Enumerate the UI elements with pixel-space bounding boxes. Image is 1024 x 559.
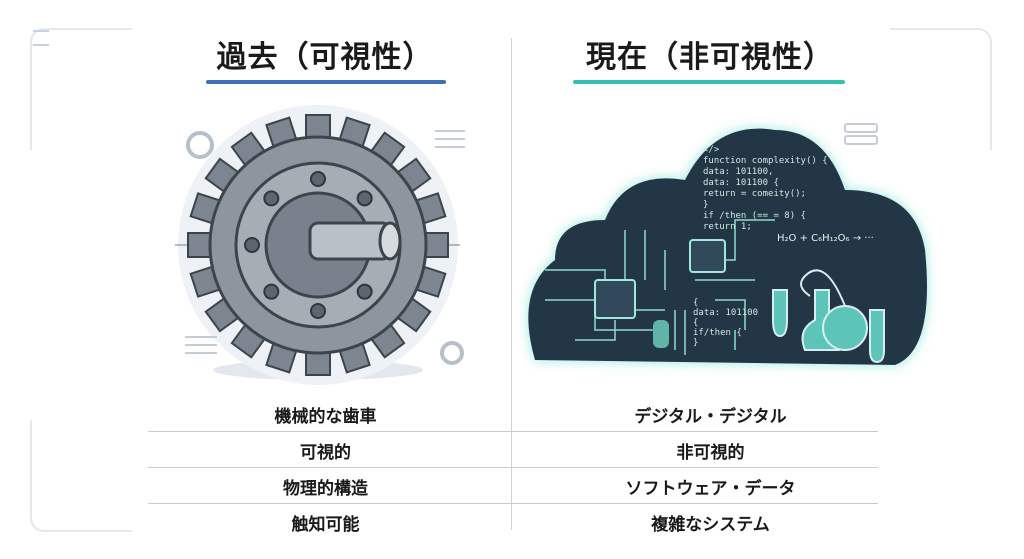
bolt (356, 283, 373, 300)
chemical-formula: H₂O + C₆H₁₂O₆ → ··· (777, 233, 874, 244)
frame-corner-top-left (30, 28, 132, 150)
code-line: data: 101100 { (703, 178, 779, 188)
frame-corner-top-right (890, 28, 992, 150)
code-line: return 1; (703, 222, 752, 232)
center-divider (511, 38, 512, 530)
code-line: } (693, 338, 698, 348)
present-title-underline (573, 80, 845, 84)
bolt (310, 171, 326, 187)
past-row-label: 可視的 (300, 443, 351, 463)
menu-icon (33, 30, 49, 46)
code-line: { (693, 298, 698, 308)
row-divider (148, 503, 878, 504)
past-row-label: 物理的構造 (283, 479, 368, 499)
code-line: if /then (== = 8) { (703, 211, 806, 221)
past-title: 過去（可視性） (216, 40, 434, 75)
bolt (263, 283, 280, 300)
cloud-circuit-icon: </>function complexity() { data: 101100,… (528, 123, 927, 365)
code-line: data: 101100, (703, 167, 773, 177)
present-row-label: 非可視的 (676, 443, 745, 463)
code-line: return = comeity(); (703, 189, 806, 199)
code-line: data: 101100 (693, 308, 758, 318)
code-line: function complexity() { (703, 156, 828, 166)
frame-corner-bottom-left (30, 420, 132, 532)
code-line: </> (703, 145, 720, 155)
bolt (244, 237, 260, 253)
present-row-label: デジタル・デジタル (634, 407, 787, 427)
bolt (310, 303, 326, 319)
past-row-label: 触知可能 (291, 515, 360, 535)
bolt (263, 190, 280, 207)
past-title-underline (206, 80, 446, 84)
past-row-label: 機械的な歯車 (274, 407, 377, 427)
code-line: } (703, 200, 708, 210)
code-line: if/then { (693, 328, 742, 338)
row-divider (148, 467, 878, 468)
row-divider (148, 431, 878, 432)
gear-icon (175, 105, 465, 385)
bolt (356, 190, 373, 207)
code-line: { (693, 318, 698, 328)
present-title: 現在（非可視性） (586, 40, 834, 75)
present-row-label: 複雑なシステム (651, 515, 770, 535)
present-row-label: ソフトウェア・データ (625, 479, 796, 499)
